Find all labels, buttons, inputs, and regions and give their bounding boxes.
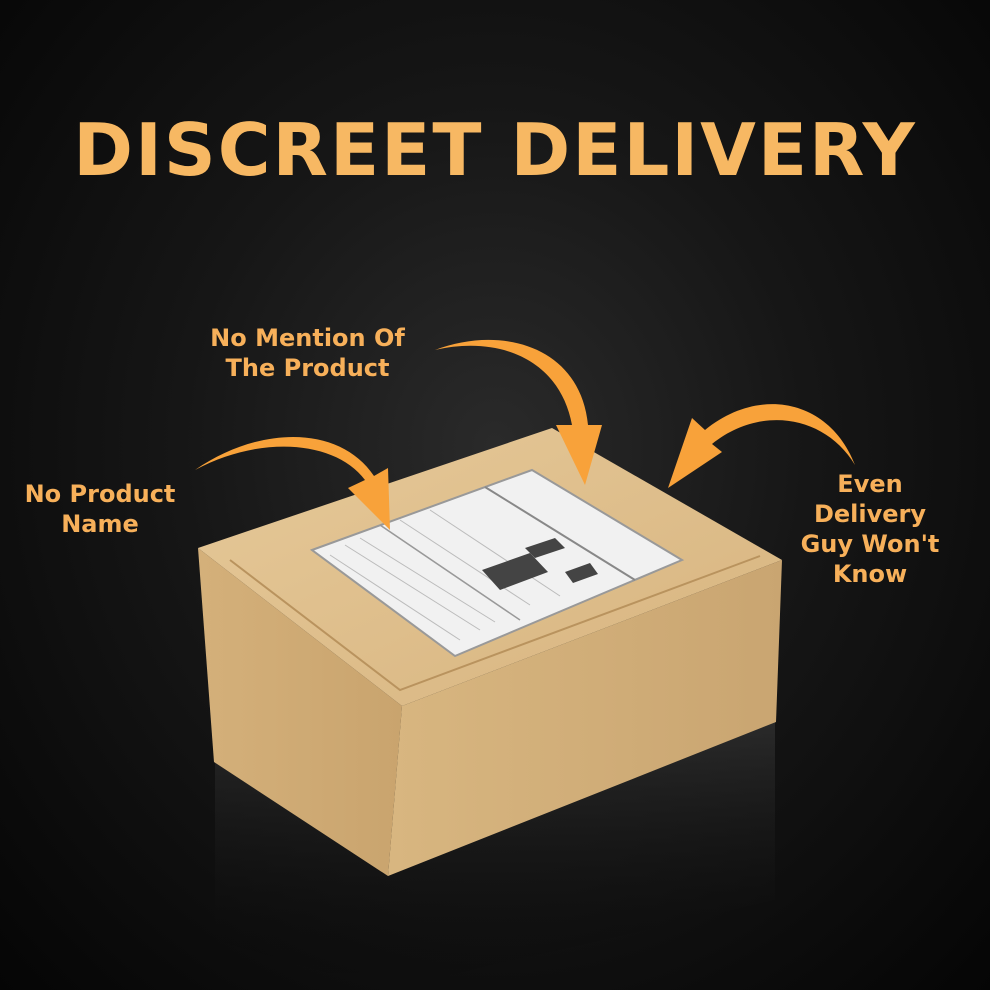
callout-no-mention: No Mention Of The Product: [210, 324, 405, 382]
arrow-icon: [435, 339, 602, 485]
callout-no-name: No Product Name: [24, 480, 176, 538]
shipping-label: [309, 468, 685, 658]
box-left: [198, 548, 402, 876]
floor-reflection: [215, 720, 775, 990]
box-right: [388, 560, 782, 876]
callout-delivery-guy: Even Delivery Guy Won't Know: [800, 470, 940, 588]
arrow-icon: [668, 404, 855, 488]
page-title: DISCREET DELIVERY: [73, 108, 917, 192]
barcode-icon: [482, 538, 598, 590]
arrows: [195, 339, 855, 530]
